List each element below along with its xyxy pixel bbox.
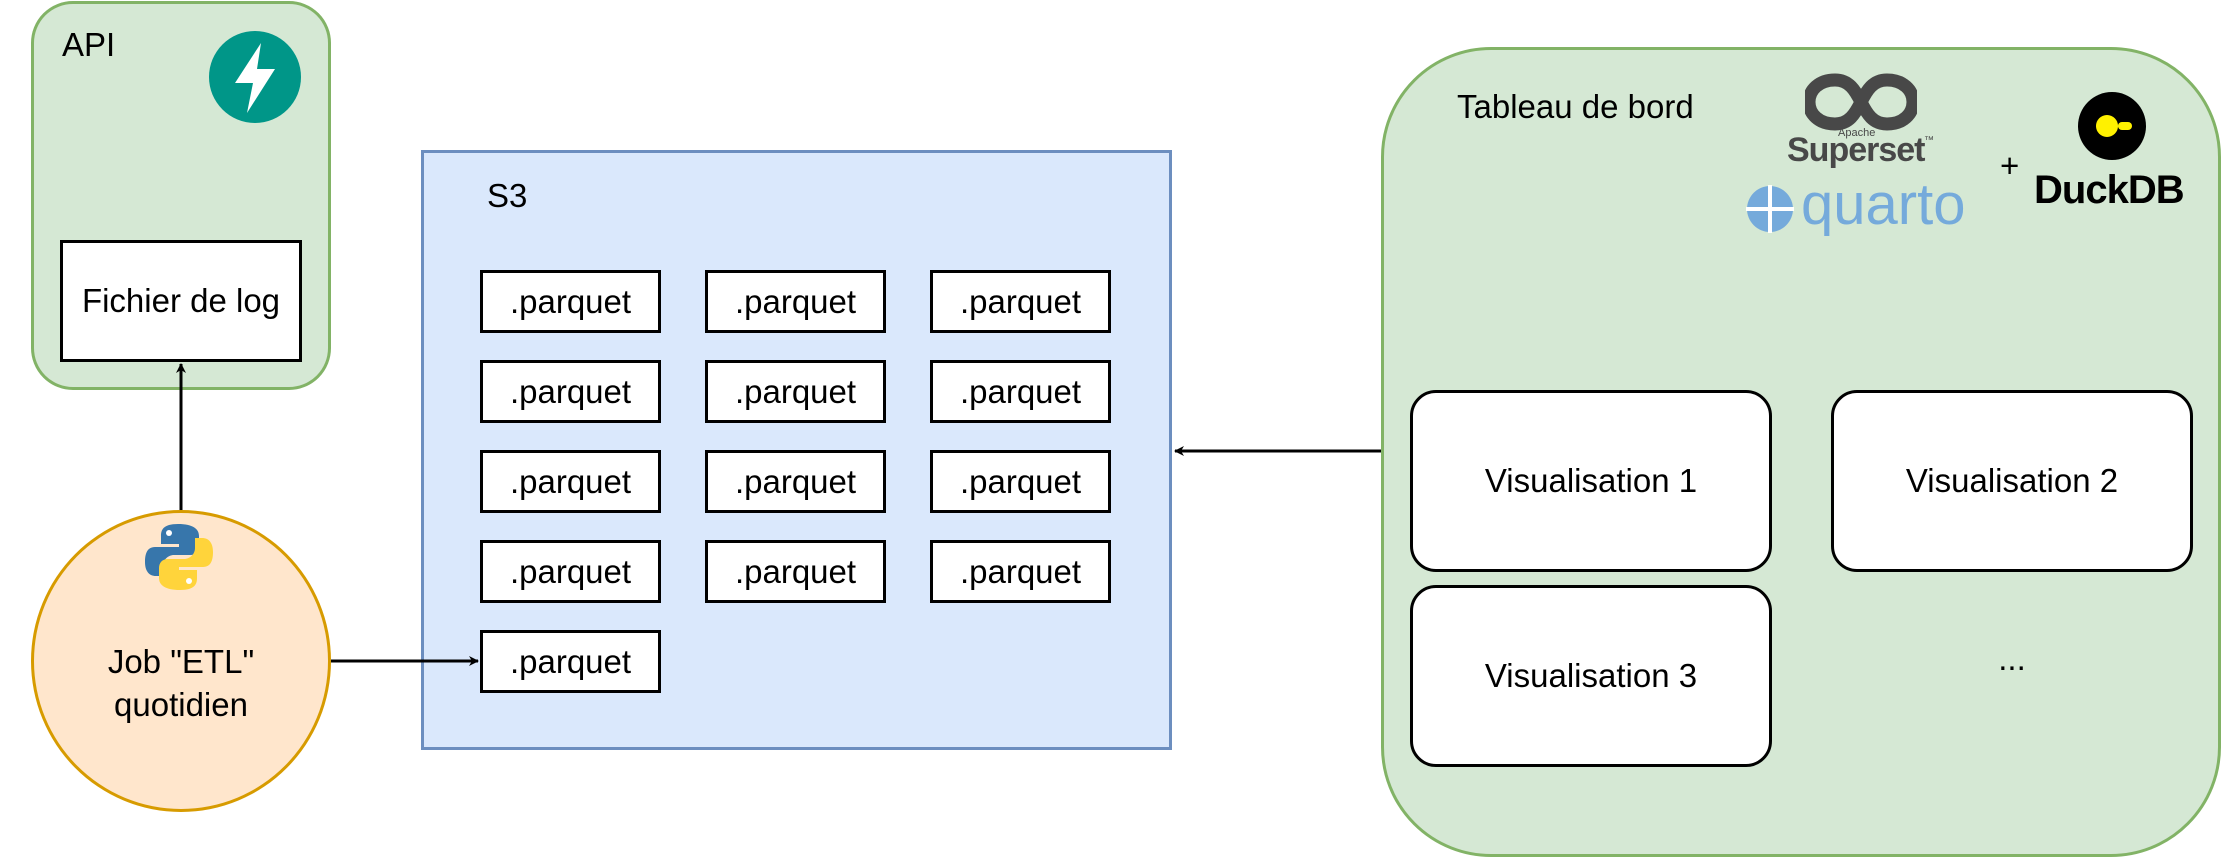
parquet-file: .parquet <box>705 270 886 333</box>
parquet-file: .parquet <box>930 540 1111 603</box>
parquet-file: .parquet <box>480 360 661 423</box>
quarto-logo-text: quarto <box>1801 172 1966 237</box>
parquet-file: .parquet <box>480 630 661 693</box>
parquet-file: .parquet <box>480 540 661 603</box>
parquet-file: .parquet <box>480 450 661 513</box>
superset-infinity-icon <box>1802 72 1920 132</box>
visualisation-3: Visualisation 3 <box>1410 585 1772 767</box>
parquet-file: .parquet <box>930 270 1111 333</box>
s3-title: S3 <box>487 177 528 214</box>
log-file-box: Fichier de log <box>60 240 302 362</box>
plus-sign: + <box>2000 147 2020 184</box>
duckdb-logo-text: DuckDB <box>2034 168 2185 212</box>
parquet-file: .parquet <box>705 540 886 603</box>
etl-job-label: Job "ETL" quotidien <box>31 640 331 726</box>
api-title: API <box>62 26 116 63</box>
visualisation-2: Visualisation 2 <box>1831 390 2193 572</box>
superset-tm: ™ <box>1924 135 1934 146</box>
parquet-file: .parquet <box>705 360 886 423</box>
quarto-globe-icon <box>1746 185 1794 233</box>
superset-apache-label: Apache <box>1838 127 1876 139</box>
python-icon <box>145 522 213 592</box>
visualisation-1: Visualisation 1 <box>1410 390 1772 572</box>
dashboard-title: Tableau de bord <box>1457 88 1694 125</box>
etl-job-line1: Job "ETL" <box>107 643 255 680</box>
duckdb-icon <box>2077 91 2147 161</box>
parquet-file: .parquet <box>705 450 886 513</box>
fastapi-bolt-icon <box>209 31 301 123</box>
visualisation-ellipsis: ... <box>1998 640 2026 677</box>
etl-job-line2: quotidien <box>114 686 248 723</box>
superset-logo-text: Superset <box>1787 131 1925 169</box>
parquet-file: .parquet <box>930 360 1111 423</box>
parquet-file: .parquet <box>930 450 1111 513</box>
parquet-file: .parquet <box>480 270 661 333</box>
